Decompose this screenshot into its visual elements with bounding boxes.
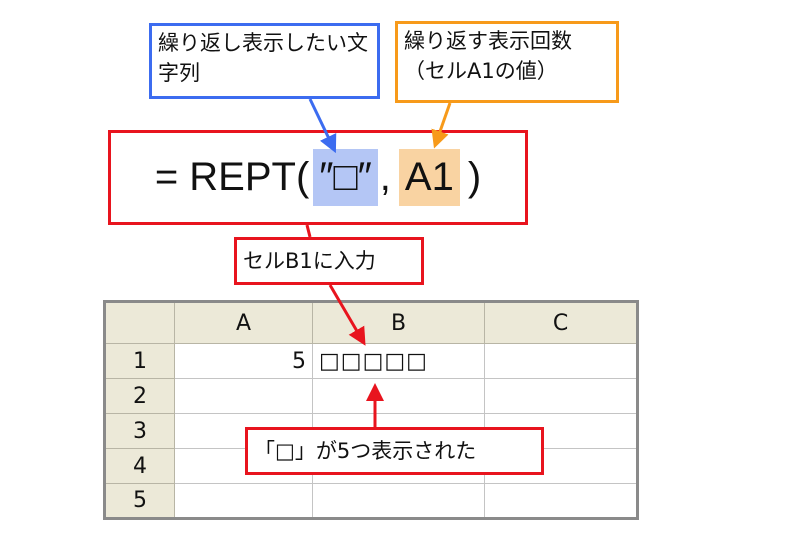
input-cell-callout: セルB1に入力	[234, 237, 424, 285]
row-header[interactable]: 5	[104, 483, 175, 519]
column-header-c[interactable]: C	[484, 301, 638, 344]
formula-prefix: = REPT(	[154, 155, 310, 199]
result-callout: 「□」が5つ表示された	[245, 427, 544, 475]
formula-separator: ,	[379, 155, 391, 199]
red-connector	[305, 224, 312, 238]
cell[interactable]	[484, 378, 638, 414]
formula-arg1: ″□″	[313, 149, 378, 206]
formula-arg2: A1	[398, 149, 460, 206]
column-header-a[interactable]: A	[174, 301, 313, 344]
input-arrow	[328, 284, 366, 346]
row-header[interactable]: 4	[104, 448, 175, 484]
cell[interactable]	[484, 483, 638, 519]
column-header-b[interactable]: B	[312, 301, 485, 344]
blue-arrow	[308, 98, 337, 154]
cell[interactable]	[312, 483, 485, 519]
count-argument-callout: 繰り返す表示回数（セルA1の値）	[395, 21, 619, 103]
row-header[interactable]: 2	[104, 378, 175, 414]
corner-header[interactable]	[104, 301, 175, 344]
row-header[interactable]: 3	[104, 413, 175, 449]
orange-arrow	[431, 102, 452, 149]
string-argument-callout: 繰り返し表示したい文字列	[149, 23, 380, 99]
cell-b1[interactable]: □□□□□	[312, 343, 485, 379]
formula-box: = REPT( ″□″ , A1 )	[108, 130, 528, 225]
row-header[interactable]: 1	[104, 343, 175, 379]
cell[interactable]	[174, 483, 313, 519]
formula-suffix: )	[467, 155, 482, 199]
